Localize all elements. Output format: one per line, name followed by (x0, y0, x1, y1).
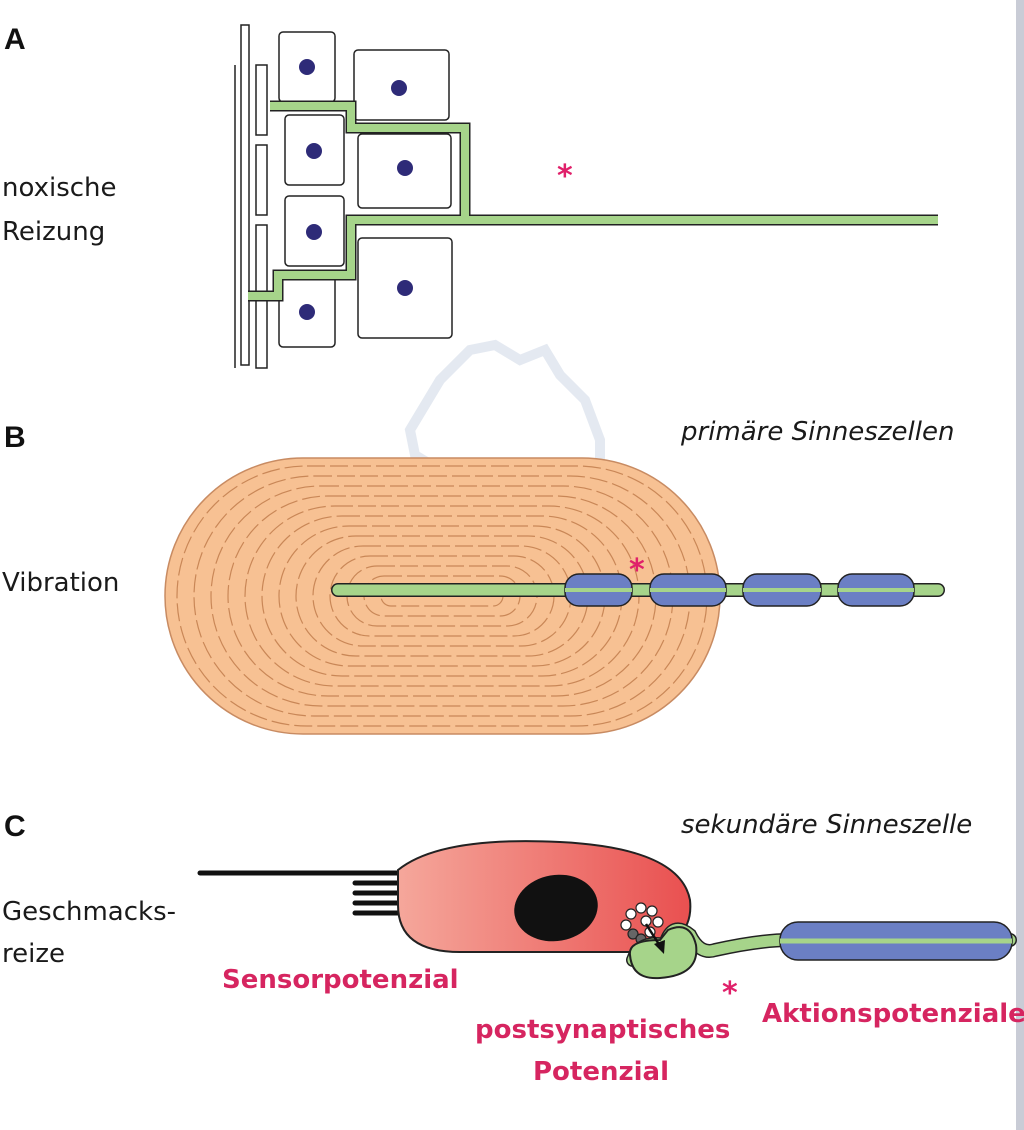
label-action-potentials: Aktionspotenziale (762, 999, 1024, 1029)
lamella (329, 555, 555, 637)
panel-c-stimulus-line1: Geschmacks- (2, 897, 176, 927)
panel-a-stimulus-line1: noxische (2, 173, 117, 203)
cell-nucleus (514, 874, 598, 942)
panel-b-caption: primäre Sinneszellen (680, 417, 954, 447)
cell-nuclei (299, 59, 413, 320)
panel-b-stimulus: Vibration (2, 568, 119, 598)
microvilli (197, 870, 403, 916)
frame-edge (1016, 0, 1024, 1130)
label-sensor-potential: Sensorpotenzial (222, 965, 459, 995)
panel-c-marker: * (722, 976, 738, 1011)
panel-c-caption: sekundäre Sinneszelle (681, 810, 972, 840)
lamella (278, 525, 606, 667)
nerve-fiber-b (331, 573, 945, 607)
panel-b-letter: B (4, 421, 26, 454)
panel-b-marker: * (629, 553, 645, 588)
taste-receptor-cell (397, 840, 692, 953)
label-postsynaptic-line1: postsynaptisches (475, 1015, 730, 1045)
panel-a-stimulus-line2: Reizung (2, 217, 105, 247)
skin-strata (234, 24, 268, 369)
epidermal-cells (278, 31, 453, 348)
panel-a-marker: * (557, 159, 573, 194)
panel-c-stimulus-line2: reize (2, 939, 65, 969)
release-arrow (644, 923, 665, 954)
panel-a-letter: A (4, 23, 26, 56)
free-nerve-ending (248, 100, 938, 302)
label-postsynaptic-line2: Potenzial (533, 1057, 669, 1087)
panel-c-letter: C (4, 810, 26, 843)
synaptic-vesicles (620, 902, 664, 945)
afferent-fiber-c (626, 921, 1017, 980)
